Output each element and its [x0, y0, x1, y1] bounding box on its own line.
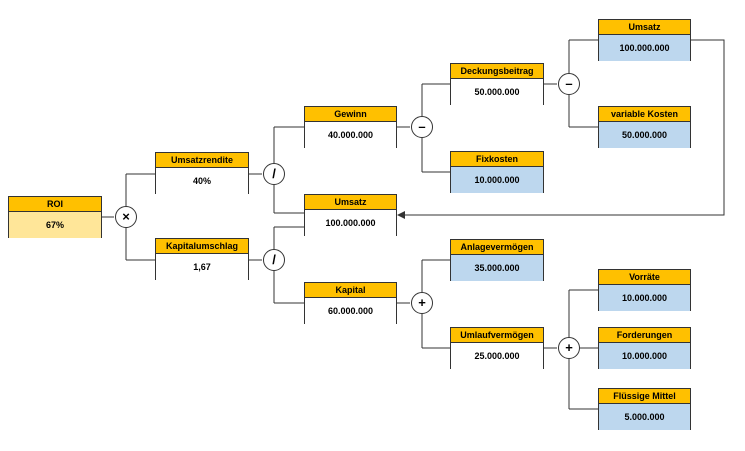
node-variable-kosten: variable Kosten 50.000.000 — [598, 106, 691, 148]
node-fixkosten-value: 10.000.000 — [451, 167, 543, 193]
node-umlaufvermoegen-label: Umlaufvermögen — [451, 328, 543, 343]
node-variable-kosten-value: 50.000.000 — [599, 122, 690, 148]
operator-minus-deckungsbeitrag: – — [558, 73, 580, 95]
node-anlagevermoegen: Anlagevermögen 35.000.000 — [450, 239, 544, 281]
node-deckungsbeitrag: Deckungsbeitrag 50.000.000 — [450, 63, 544, 105]
node-umsatz-top-label: Umsatz — [599, 20, 690, 35]
node-deckungsbeitrag-value: 50.000.000 — [451, 79, 543, 105]
node-roi: ROI 67% — [8, 196, 102, 238]
node-anlagevermoegen-label: Anlagevermögen — [451, 240, 543, 255]
operator-plus-umlaufvermoegen: + — [558, 337, 580, 359]
node-gewinn-value: 40.000.000 — [305, 122, 396, 148]
node-fixkosten: Fixkosten 10.000.000 — [450, 151, 544, 193]
node-umlaufvermoegen: Umlaufvermögen 25.000.000 — [450, 327, 544, 369]
node-fluessige-mittel: Flüssige Mittel 5.000.000 — [598, 388, 691, 430]
operator-divide-kapitalumschlag: / — [263, 249, 285, 271]
node-umsatzrendite: Umsatzrendite 40% — [155, 152, 249, 194]
node-kapital-value: 60.000.000 — [305, 298, 396, 324]
node-gewinn: Gewinn 40.000.000 — [304, 106, 397, 148]
node-kapitalumschlag-label: Kapitalumschlag — [156, 239, 248, 254]
node-vorraete-value: 10.000.000 — [599, 285, 690, 311]
operator-multiply: × — [115, 206, 137, 228]
node-umsatzrendite-value: 40% — [156, 168, 248, 194]
node-roi-label: ROI — [9, 197, 101, 212]
node-roi-value: 67% — [9, 212, 101, 238]
node-vorraete: Vorräte 10.000.000 — [598, 269, 691, 311]
operator-divide-umsatzrendite: / — [263, 163, 285, 185]
node-umsatz-top: Umsatz 100.000.000 — [598, 19, 691, 61]
node-vorraete-label: Vorräte — [599, 270, 690, 285]
node-fluessige-mittel-label: Flüssige Mittel — [599, 389, 690, 404]
node-kapitalumschlag: Kapitalumschlag 1,67 — [155, 238, 249, 280]
node-forderungen: Forderungen 10.000.000 — [598, 327, 691, 369]
node-forderungen-label: Forderungen — [599, 328, 690, 343]
node-fixkosten-label: Fixkosten — [451, 152, 543, 167]
node-forderungen-value: 10.000.000 — [599, 343, 690, 369]
node-fluessige-mittel-value: 5.000.000 — [599, 404, 690, 430]
node-umsatz-mid: Umsatz 100.000.000 — [304, 194, 397, 236]
node-umsatz-mid-value: 100.000.000 — [305, 210, 396, 236]
node-anlagevermoegen-value: 35.000.000 — [451, 255, 543, 281]
node-umsatz-top-value: 100.000.000 — [599, 35, 690, 61]
node-gewinn-label: Gewinn — [305, 107, 396, 122]
node-kapital-label: Kapital — [305, 283, 396, 298]
node-kapitalumschlag-value: 1,67 — [156, 254, 248, 280]
node-umsatz-mid-label: Umsatz — [305, 195, 396, 210]
operator-minus-gewinn: – — [411, 116, 433, 138]
node-variable-kosten-label: variable Kosten — [599, 107, 690, 122]
operator-plus-kapital: + — [411, 292, 433, 314]
node-umlaufvermoegen-value: 25.000.000 — [451, 343, 543, 369]
node-kapital: Kapital 60.000.000 — [304, 282, 397, 324]
node-deckungsbeitrag-label: Deckungsbeitrag — [451, 64, 543, 79]
node-umsatzrendite-label: Umsatzrendite — [156, 153, 248, 168]
